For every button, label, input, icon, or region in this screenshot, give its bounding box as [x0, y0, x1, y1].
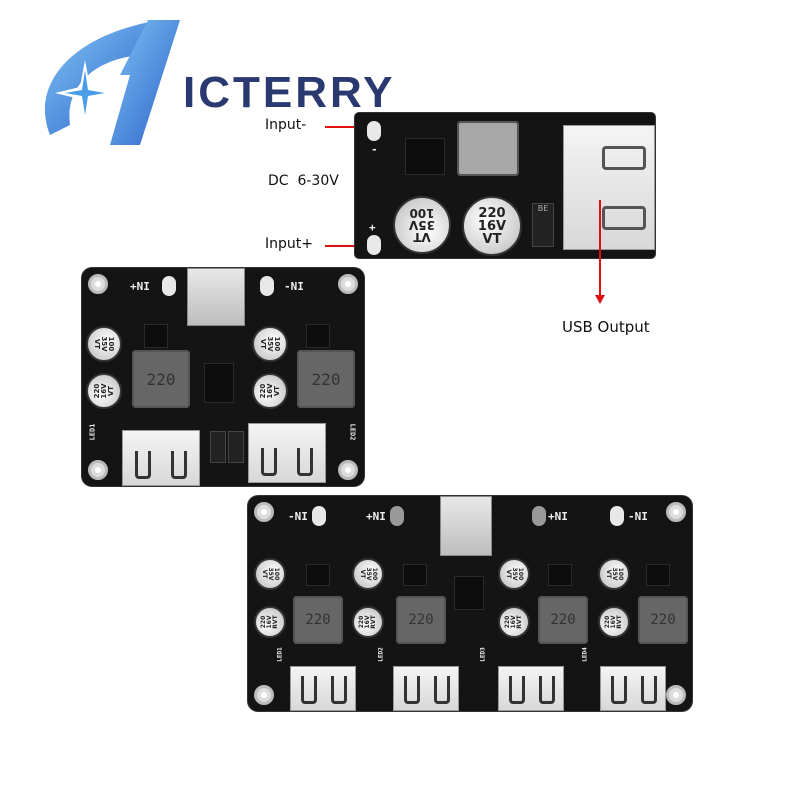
usb-a-port-2 — [248, 423, 326, 483]
label-voltage-range: DC 6-30V — [268, 173, 339, 189]
mosfet — [454, 576, 484, 610]
usb-a-port-4 — [600, 666, 666, 711]
buck-ic-left — [144, 324, 168, 348]
silk-led1: LED1 — [276, 647, 284, 662]
input-plus-pad — [367, 235, 381, 255]
usb-a-port-1 — [122, 430, 200, 486]
diode-2 — [228, 431, 244, 463]
usb-c-input-port — [187, 268, 245, 326]
mount-hole — [88, 460, 108, 480]
silk-plus: + — [369, 221, 376, 234]
silk-led3: LED3 — [479, 647, 487, 662]
label-usb-output: USB Output — [562, 318, 650, 336]
silk-minus-in-1: -NI — [288, 510, 308, 523]
silk-led2: LED2 — [377, 647, 385, 662]
buck-ic — [646, 564, 670, 586]
usb-a-port-1 — [290, 666, 356, 711]
input-plus-pad — [162, 276, 176, 296]
silk-led2: LED2 — [348, 423, 357, 441]
mount-hole — [88, 274, 108, 294]
input-plus-pad — [390, 506, 404, 526]
mount-hole — [338, 274, 358, 294]
silk-plus-in: +NI — [130, 280, 150, 293]
mount-hole — [666, 502, 686, 522]
diode-1 — [210, 431, 226, 463]
usb-a-port-3 — [498, 666, 564, 711]
label-input-plus: Input+ — [265, 236, 313, 252]
silk-plus-in-1: +NI — [366, 510, 386, 523]
input-plus-pad — [532, 506, 546, 526]
mosfet — [204, 363, 234, 403]
buck-ic-right — [306, 324, 330, 348]
input-minus-pad — [312, 506, 326, 526]
usb-slot-bottom — [602, 206, 646, 230]
inductor — [457, 121, 519, 176]
schottky-diode: BE — [532, 203, 554, 247]
silk-led1: LED1 — [88, 423, 97, 441]
input-minus-pad — [610, 506, 624, 526]
buck-ic — [403, 564, 427, 586]
mount-hole — [254, 685, 274, 705]
buck-ic — [306, 564, 330, 586]
inductor: 220 — [293, 596, 343, 644]
input-minus-pad — [367, 121, 381, 141]
inductor-left: 220 — [132, 350, 190, 408]
silk-minus-in: -NI — [284, 280, 304, 293]
silk-plus-in-2: +NI — [548, 510, 568, 523]
usb-c-input-port — [440, 496, 492, 556]
silk-minus-in-2: -NI — [628, 510, 648, 523]
mount-hole — [666, 685, 686, 705]
silk-led4: LED4 — [581, 647, 589, 662]
stylized-blue-i-star-icon — [44, 20, 180, 145]
buck-ic — [405, 138, 445, 175]
inductor-right: 220 — [297, 350, 355, 408]
arrow-usb-output — [595, 200, 605, 304]
inductor: 220 — [538, 596, 588, 644]
usb-slot-top — [602, 146, 646, 170]
mount-hole — [254, 502, 274, 522]
input-minus-pad — [260, 276, 274, 296]
buck-ic — [548, 564, 572, 586]
brand-name: ICTERRY — [183, 68, 396, 117]
mount-hole — [338, 460, 358, 480]
usb-a-port — [563, 125, 655, 250]
label-input-minus: Input- — [265, 117, 307, 133]
inductor: 220 — [638, 596, 688, 644]
brand-logo — [30, 15, 180, 150]
silk-minus: - — [371, 143, 378, 156]
usb-a-port-2 — [393, 666, 459, 711]
inductor: 220 — [396, 596, 446, 644]
